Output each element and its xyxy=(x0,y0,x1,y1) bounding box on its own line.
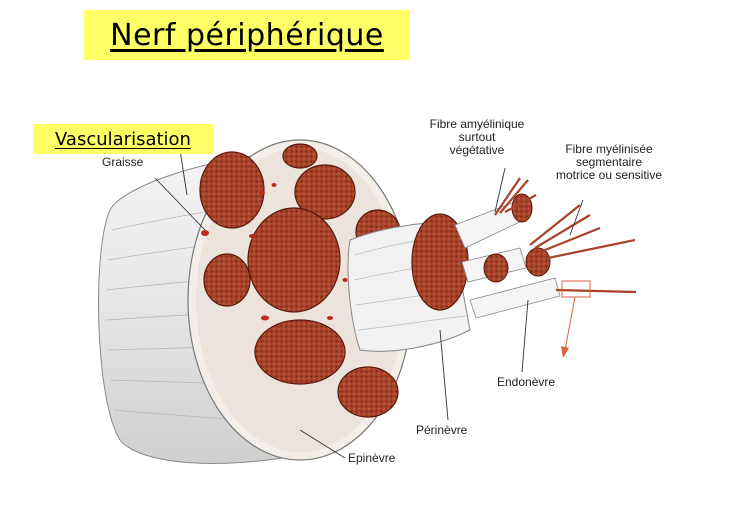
fascicle xyxy=(199,151,265,229)
blood-vessels xyxy=(201,183,348,321)
leader-lines xyxy=(154,149,584,459)
fascicle xyxy=(282,143,318,169)
label-fibre-amyelinique: Fibre amyélinique surtout végétative xyxy=(429,117,525,157)
label-perinevre: Périnèvre xyxy=(416,423,468,437)
fascicle xyxy=(247,207,341,313)
page-title: Nerf périphérique xyxy=(110,17,384,53)
fascicle xyxy=(337,366,399,418)
fascicle xyxy=(254,319,346,385)
fascicle xyxy=(203,253,251,307)
subtitle-banner: Vascularisation xyxy=(33,124,213,154)
nerve-fibres xyxy=(454,177,637,358)
perinevre-bundle xyxy=(347,213,471,352)
title-banner: Nerf périphérique xyxy=(84,10,410,60)
label-fibre-myelinisee: Fibre myélinisée segmentaire motrice ou … xyxy=(555,142,663,182)
label-graisse: Graisse xyxy=(102,155,144,169)
label-epinevre: Epinèvre xyxy=(348,451,396,465)
subtitle: Vascularisation xyxy=(55,128,191,150)
label-endonevre: Endonèvre xyxy=(497,375,556,389)
fascicle xyxy=(294,164,356,220)
